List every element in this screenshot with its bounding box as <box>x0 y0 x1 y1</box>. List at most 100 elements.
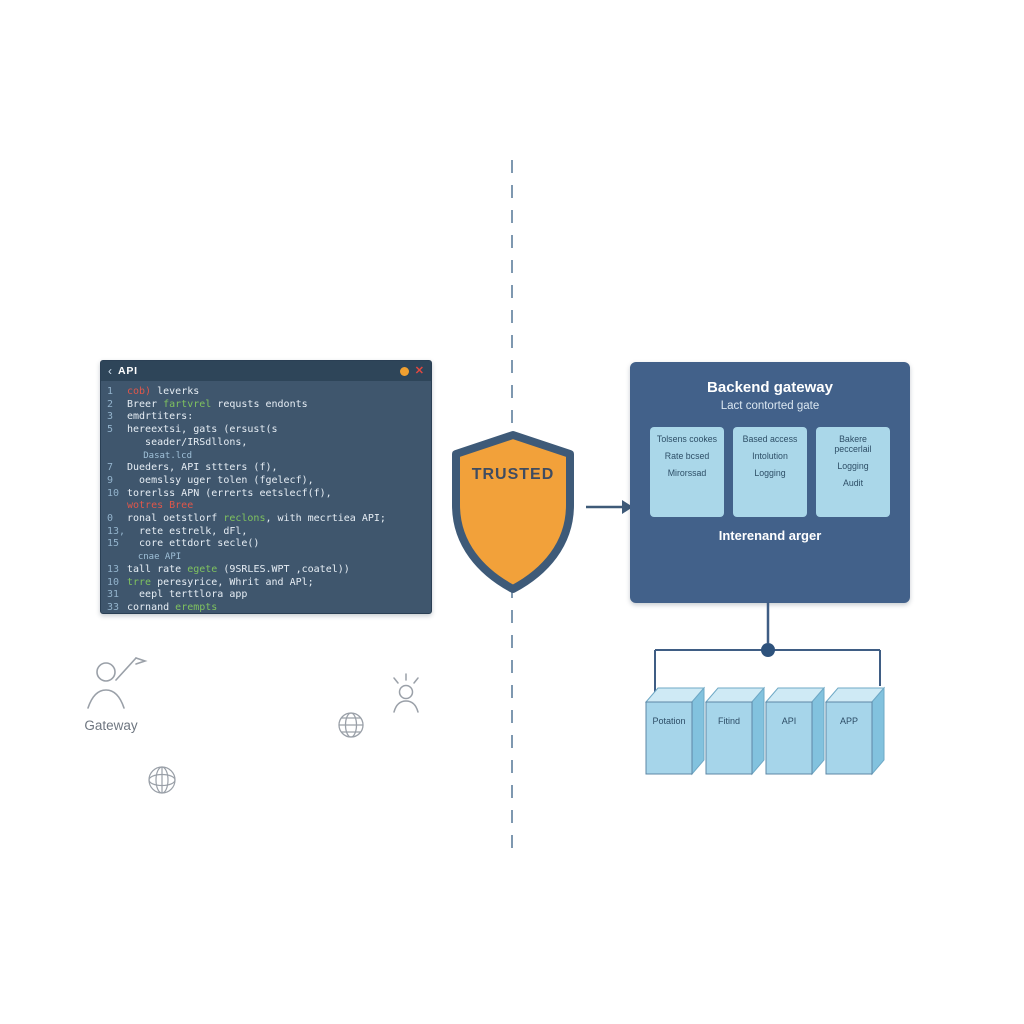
feature-card-tokens: Tolsens cookes Rate bcsed Mirorssad <box>650 427 724 517</box>
line-number: 9 <box>107 474 114 486</box>
card-line: Tolsens cookes <box>656 434 718 444</box>
code-segment: cornand <box>127 601 176 613</box>
close-button[interactable]: ✕ <box>414 364 424 377</box>
line-number: 7 <box>107 462 114 474</box>
code-segment: emdrtiters: <box>127 411 194 423</box>
server-box-label: API <box>782 716 797 726</box>
server-tree: Potation Fitind API APP <box>644 602 886 776</box>
code-line: 0 ronal oetstlorf reclons, with mecrtiea … <box>107 513 425 526</box>
code-segment: erempts <box>175 601 218 613</box>
line-number: 13, <box>107 525 126 537</box>
card-line: Bakere peccerlail <box>834 434 872 455</box>
backend-gateway-panel: Backend gateway Lact contorted gate Tols… <box>630 362 910 603</box>
gateway-person-icon <box>87 657 148 709</box>
code-line: 2 Breer fartvrel requsts endonts <box>107 399 425 412</box>
line-number: 0 <box>107 513 114 525</box>
card-line: Logging <box>754 468 786 479</box>
code-line: 10 trre peresyrice, Whrit and APl; <box>107 577 425 590</box>
card-line: Mirorssad <box>667 468 707 479</box>
code-segment: oemslsy uger tolen (fgelecf), <box>127 474 314 486</box>
code-segment: trre <box>127 576 152 588</box>
line-number: 31 <box>107 589 120 601</box>
code-segment: fartvrel <box>163 398 212 410</box>
code-segment: reclons <box>223 513 266 525</box>
code-line: 13, rete estrelk, dFl, <box>107 526 425 539</box>
code-segment: wotres Bree <box>127 500 194 512</box>
code-segment: cnae API <box>127 552 182 563</box>
code-segment: ronal oetstlorf <box>127 513 224 525</box>
shield-icon <box>452 431 574 593</box>
line-number <box>107 551 127 564</box>
gateway-label: Gateway <box>84 718 138 733</box>
code-line: 3 emdrtiters: <box>107 411 425 424</box>
code-segment: Dasat.lcd <box>127 450 193 461</box>
code-line: cnae API <box>107 551 425 564</box>
code-line: 13 tall rate egete (9SRLES.WPT ,coatel)) <box>107 564 425 577</box>
code-segment: rete estrelk, dFl, <box>127 525 248 537</box>
server-box-label: Potation <box>652 716 685 726</box>
code-line: 7 Dueders, API sttters (f), <box>107 462 425 475</box>
arrow-right-icon <box>586 500 633 514</box>
server-box: Fitind <box>704 686 766 776</box>
code-line: wotres Bree <box>107 500 425 513</box>
code-segment: Breer <box>127 398 164 410</box>
card-line: Logging <box>837 461 869 472</box>
code-segment: (9SRLES.WPT ,coatel)) <box>217 563 350 575</box>
code-segment: eepl terttlora app <box>127 589 248 601</box>
line-number <box>107 450 127 463</box>
card-line: Audit <box>842 478 864 489</box>
globe-wireframe-icon <box>148 766 176 794</box>
line-number: 1 <box>107 386 114 397</box>
code-line: 5 hereextsi, gats (ersust(s <box>107 424 425 437</box>
code-segment: hereextsi, gats (ersust(s <box>127 424 278 436</box>
code-line: Dasat.lcd <box>107 450 425 463</box>
feature-card-access: Based access Intolution Logging <box>733 427 807 517</box>
globe-icon <box>338 712 364 738</box>
code-line: 31 eepl terttlora app <box>107 589 425 602</box>
line-number: 15 <box>107 538 120 550</box>
code-segment: core ettdort secle() <box>127 538 260 550</box>
line-number <box>107 437 127 450</box>
back-chevron-icon[interactable]: ‹ <box>108 364 112 378</box>
line-number: 10 <box>107 576 120 588</box>
line-number: 5 <box>107 424 114 436</box>
code-segment: tall rate <box>127 563 188 575</box>
line-number <box>107 500 127 513</box>
connector-node <box>761 643 775 657</box>
server-box-label: APP <box>840 716 858 726</box>
line-number: 13 <box>107 563 120 575</box>
server-box: API <box>764 686 826 776</box>
window-title: API <box>118 365 138 377</box>
window-titlebar: ‹ API ✕ <box>101 361 431 381</box>
code-line: 15 core ettdort secle() <box>107 538 425 551</box>
code-segment: egete <box>187 563 218 575</box>
feature-cards-row: Tolsens cookes Rate bcsed Mirorssad Base… <box>630 427 910 517</box>
line-number: 2 <box>107 398 114 410</box>
server-box: Potation <box>644 686 706 776</box>
code-segment: requsts endonts <box>211 398 308 410</box>
code-segment: , with mecrtiea API; <box>265 513 386 525</box>
shield-label: TRUSTED <box>471 466 555 483</box>
panel-subtitle: Lact contorted gate <box>720 400 820 412</box>
panel-title: Backend gateway <box>707 379 833 396</box>
code-segment: seader/IRSdllons, <box>127 436 248 448</box>
code-segment: cob) <box>127 386 152 397</box>
minimize-button[interactable] <box>399 366 409 376</box>
feature-card-audit: Bakere peccerlail Logging Audit <box>816 427 890 517</box>
code-line: seader/IRSdllons, <box>107 437 425 450</box>
code-segment: torerlss APN (errerts eetslecf(f), <box>127 487 332 499</box>
line-number: 3 <box>107 411 114 423</box>
code-line: 9 oemslsy uger tolen (fgelecf), <box>107 475 425 488</box>
user-rays-icon <box>393 673 419 713</box>
trusted-shield: TRUSTED <box>444 428 582 596</box>
line-number: 33 <box>107 601 120 613</box>
code-segment: Dueders, API sttters (f), <box>127 462 278 474</box>
code-segment: peresyrice, Whrit and APl; <box>151 576 314 588</box>
card-line: Intolution <box>752 451 788 462</box>
server-box: APP <box>824 686 886 776</box>
